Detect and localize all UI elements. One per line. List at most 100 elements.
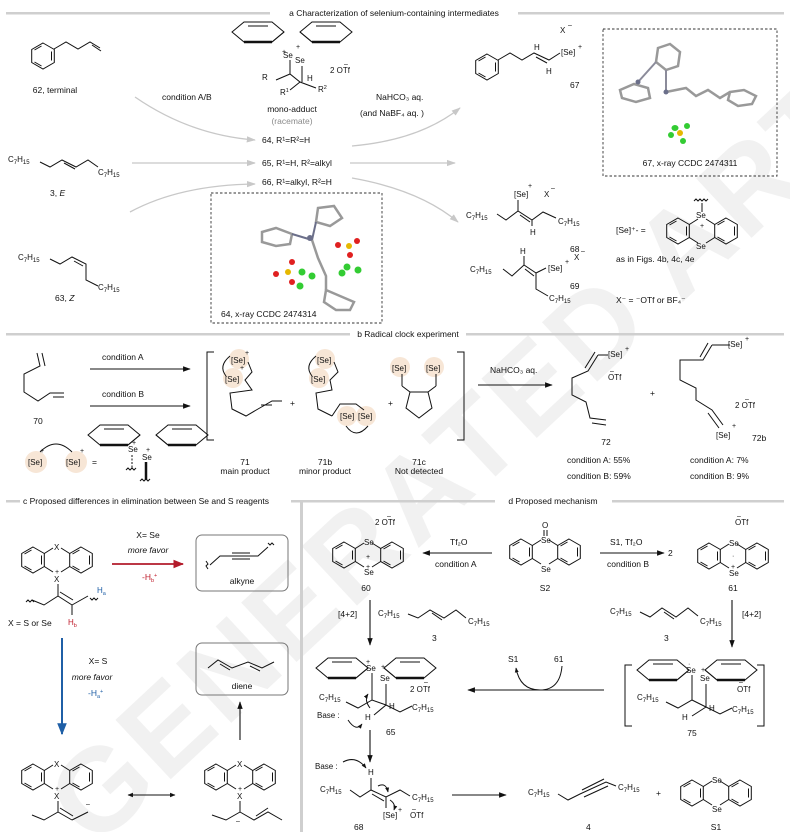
section-bar-right: [518, 12, 784, 15]
xray-64-box: 64, x-ray CCDC 2474314: [210, 192, 383, 324]
racemate-label: (racemate): [271, 116, 312, 126]
svg-text:Base :: Base :: [315, 762, 338, 771]
svg-text:O: O: [542, 521, 548, 530]
svg-text:–: –: [739, 679, 743, 686]
adduct-64-label: 64, R¹=R²=H: [262, 135, 310, 145]
compound-62: [31, 41, 102, 70]
svg-text:C7H15: C7H15: [468, 617, 490, 628]
svg-text:[Se]: [Se]: [311, 375, 325, 384]
svg-text:2 OTf: 2 OTf: [375, 518, 396, 527]
svg-text:Base :: Base :: [317, 711, 340, 720]
svg-text:[Se]: [Se]: [728, 340, 742, 349]
svg-text:H: H: [307, 74, 313, 83]
bracket-left: [206, 351, 214, 441]
compound-s1: Se Se: [681, 776, 752, 814]
compound-s2: Se Se O: [510, 521, 581, 574]
svg-text:+: +: [55, 569, 59, 576]
path-a-reagent: Tf₂O: [450, 537, 468, 547]
svg-text:C7H15: C7H15: [18, 253, 40, 264]
svg-text:C7H15: C7H15: [412, 793, 434, 804]
svg-text:+: +: [398, 807, 402, 814]
svg-text:H: H: [709, 704, 715, 713]
panel-a: a Characterization of selenium-containin…: [6, 8, 784, 324]
svg-text:–: –: [424, 679, 428, 686]
diene-label: diene: [232, 681, 253, 691]
workup-label: NaHCO₃ aq.: [490, 365, 537, 375]
svg-text:H: H: [546, 67, 552, 76]
svg-text:Se: Se: [696, 211, 706, 220]
plus-1: +: [290, 398, 295, 408]
s-path-line2: more favor: [72, 672, 114, 682]
compound-70-label: 70: [33, 416, 43, 426]
svg-text:C7H15: C7H15: [320, 785, 342, 796]
bracket-left: [624, 664, 632, 727]
svg-text:+: +: [745, 336, 749, 343]
cycle-arrow: [514, 665, 563, 691]
svg-text:+: +: [282, 49, 286, 56]
svg-text:X: X: [237, 792, 243, 801]
svg-text:H: H: [368, 768, 374, 777]
compound-63: C7H15 C7H15: [18, 253, 120, 294]
se-legend: [Se]⁺- = Se + Se as in Figs. 4b, 4c, 4e …: [616, 198, 737, 305]
hb-label: Hb: [68, 618, 77, 629]
svg-text:+: +: [132, 440, 136, 447]
svg-text:OTf: OTf: [608, 373, 622, 382]
svg-text:+: +: [625, 346, 629, 353]
path-a-condition: condition A: [435, 559, 477, 569]
svg-text:·: ·: [732, 553, 734, 560]
compound-60-label: 60: [361, 583, 371, 593]
svg-text:·: ·: [688, 661, 690, 668]
workup-line2: (and NaBF₄ aq. ): [360, 108, 424, 118]
sulfonium-vinyl-structure: X + X Ha Hb: [22, 543, 107, 629]
svg-text:C7H15: C7H15: [618, 783, 640, 794]
adduct-66-label: 66, R¹=alkyl, R²=H: [262, 177, 332, 187]
svg-text:R: R: [262, 73, 268, 82]
svg-text:+: +: [731, 564, 735, 571]
svg-text:Se: Se: [712, 805, 722, 814]
svg-text:+: +: [701, 667, 705, 674]
section-bar-right: [466, 333, 784, 336]
svg-text:+: +: [565, 259, 569, 266]
cycle-out-label: S1: [508, 654, 519, 664]
alkene-3-right-label: 3: [664, 633, 669, 643]
panel-b-title: b Radical clock experiment: [357, 329, 459, 339]
path-b-coefficient: 2: [668, 548, 673, 558]
svg-text:X: X: [560, 26, 566, 35]
svg-text:X: X: [54, 575, 60, 584]
se-definition: [Se]⁺- =: [616, 225, 646, 235]
compound-65-adduct: + Se + Se C7H15 C7H15 H H 2 OTf – Base :: [314, 656, 438, 729]
svg-text:Se: Se: [700, 674, 710, 683]
svg-text:OTf: OTf: [737, 685, 751, 694]
compound-75-label: 75: [687, 728, 697, 738]
svg-text:+: +: [146, 447, 150, 454]
alkene-3-right: C7H15 C7H15: [610, 607, 722, 628]
cycloaddition-left-label: [4+2]: [338, 609, 357, 619]
svg-text:H: H: [682, 713, 688, 722]
arrow-62-to-64: [134, 96, 256, 143]
section-bar-right: [291, 500, 301, 503]
svg-text:C7H15: C7H15: [378, 609, 400, 620]
compound-61-label: 61: [728, 583, 738, 593]
section-bar-left: [6, 333, 350, 336]
svg-text:Se: Se: [128, 445, 138, 454]
svg-text:+: +: [381, 664, 385, 671]
svg-text:–: –: [745, 396, 749, 403]
svg-text:H: H: [520, 247, 526, 256]
svg-text:OTf: OTf: [410, 811, 424, 820]
svg-text:+: +: [700, 223, 704, 230]
section-bar-left: [6, 500, 20, 503]
svg-text:[Se]: [Se]: [548, 264, 562, 273]
compound-4-label: 4: [586, 822, 591, 832]
svg-text:[Se]: [Se]: [608, 350, 622, 359]
svg-text:+: +: [366, 564, 370, 571]
svg-text:C7H15: C7H15: [610, 607, 632, 618]
s-path-line1: X= S: [89, 656, 108, 666]
svg-text:+: +: [732, 423, 736, 430]
se-pair-definition: [Se] [Se] + + = + Se + Se: [25, 423, 210, 482]
plus-2: +: [388, 398, 393, 408]
compound-71c: [Se] [Se]: [390, 357, 444, 419]
svg-text:[Se]: [Se]: [317, 356, 331, 365]
compound-67: H H [Se] + X –: [475, 22, 582, 81]
svg-text:2 OTf: 2 OTf: [330, 66, 351, 75]
